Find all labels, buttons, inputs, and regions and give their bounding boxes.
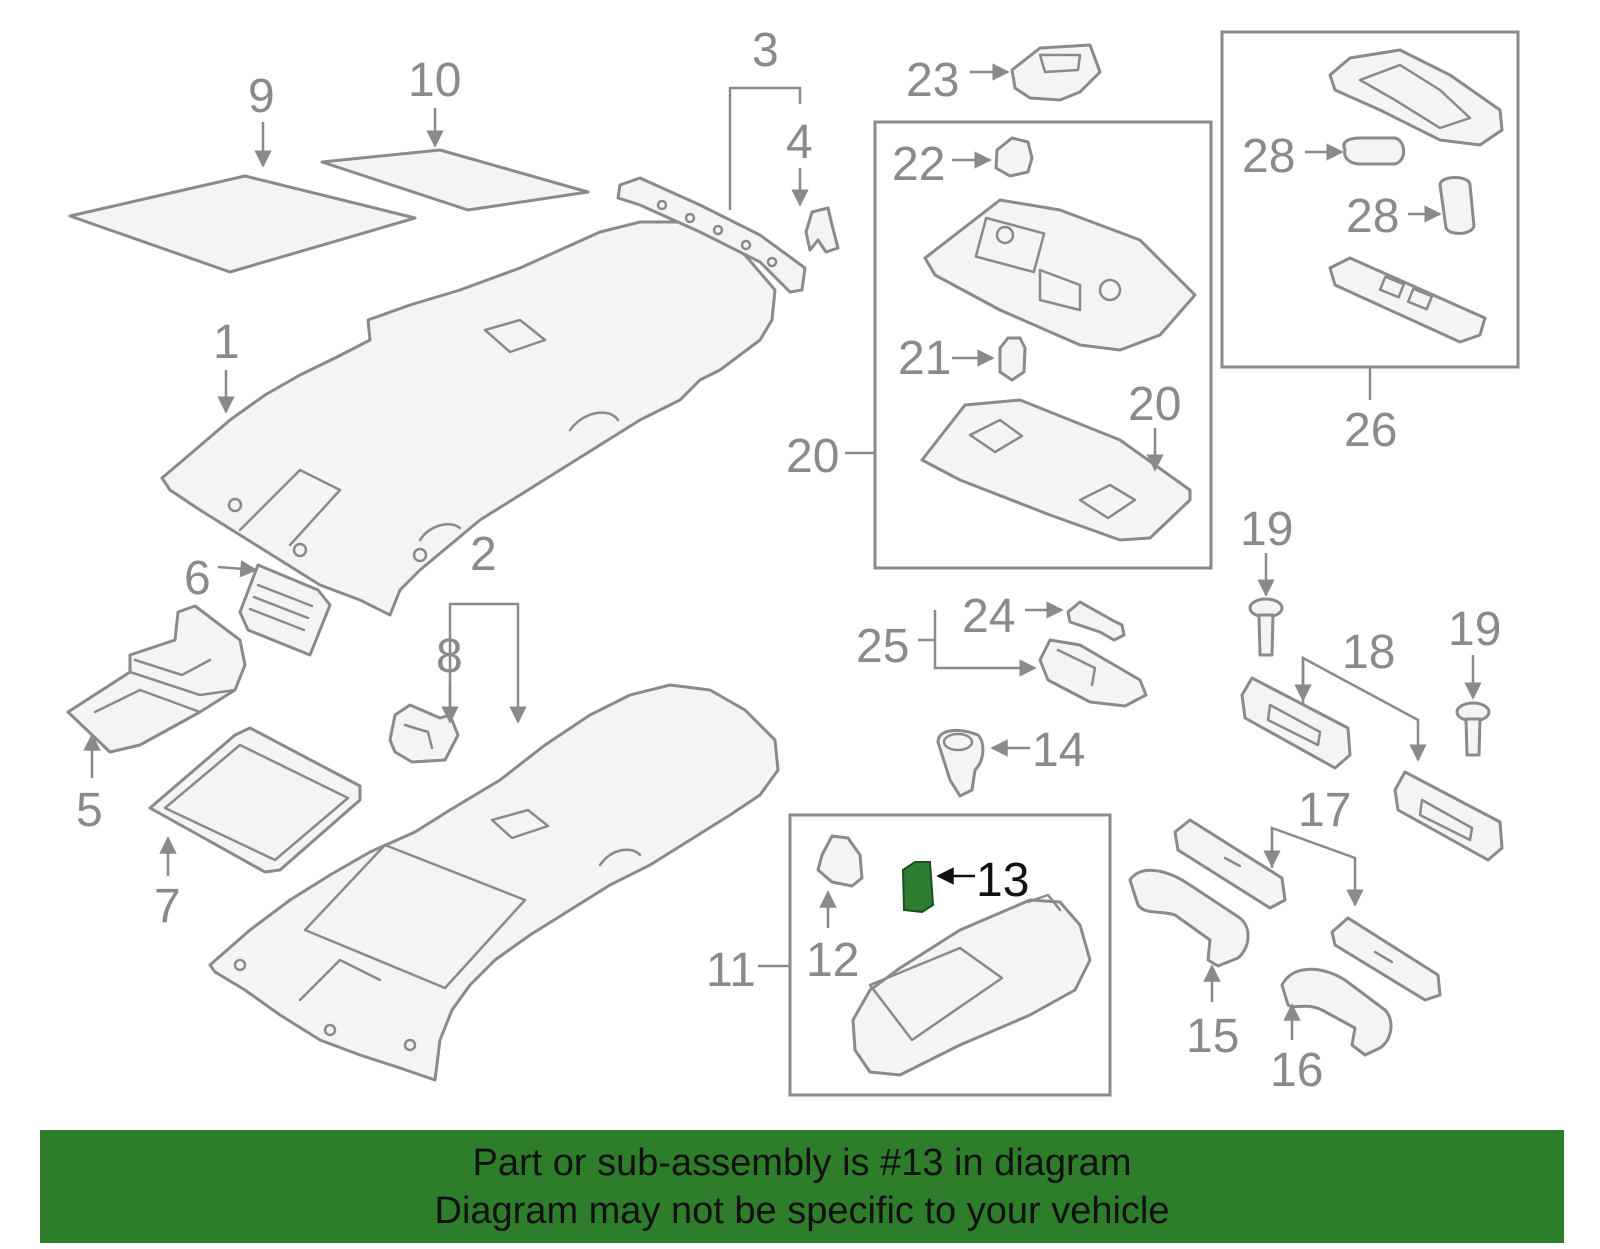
- lens-27: [1328, 256, 1487, 344]
- screw-19b: [1455, 701, 1491, 757]
- callout-19a: 19: [1240, 503, 1293, 556]
- grommet-14: [936, 728, 985, 798]
- callout-5: 5: [76, 784, 103, 837]
- map-lamp-27: [1328, 48, 1504, 147]
- callout-7: 7: [154, 880, 181, 933]
- assembly-box-27: [1220, 30, 1520, 369]
- callout-26: 24: [962, 590, 1015, 643]
- callout-20: 20: [786, 430, 839, 483]
- panel-9: [68, 174, 417, 274]
- callout-22: 21: [898, 332, 951, 385]
- headliner-2: [208, 683, 780, 1082]
- lamp-housing-20: [923, 198, 1197, 352]
- callout-15: 15: [1186, 1010, 1239, 1063]
- callout-18: 18: [1342, 626, 1395, 679]
- grab-handle-15: [1128, 868, 1250, 968]
- callout-27: 26: [1344, 404, 1397, 457]
- bulb-28a: [1342, 136, 1406, 166]
- callout-17: 17: [1298, 784, 1351, 837]
- bulb-26: [1066, 600, 1126, 642]
- bracket-17b: [1330, 916, 1442, 1002]
- callout-4: 4: [786, 116, 813, 169]
- banner-line-disclaimer: Diagram may not be specific to your vehi…: [434, 1189, 1170, 1232]
- lens-21: [920, 398, 1192, 542]
- callout-24: 23: [906, 54, 959, 107]
- panel-10: [320, 148, 590, 212]
- callout-25: 25: [856, 620, 909, 673]
- sun-visor-11: [851, 893, 1092, 1077]
- bracket-17a: [1173, 818, 1287, 910]
- callout-16: 16: [1270, 1044, 1323, 1097]
- callout-labels: 9 10 3 4 1 2 6 8 5 7 23 22 21 20 20 28 2…: [76, 24, 1501, 1097]
- clip-4: [804, 206, 840, 254]
- switch-24: [1010, 43, 1102, 102]
- bulb-28b: [1438, 176, 1476, 235]
- roof-rail-3: [616, 176, 807, 294]
- hook-18a: [1240, 676, 1352, 770]
- callout-3: 3: [752, 24, 779, 77]
- callout-12: 12: [806, 934, 859, 987]
- callout-8: 8: [436, 630, 463, 683]
- clip-12: [816, 834, 864, 888]
- callout-11: 11: [706, 944, 756, 997]
- callout-28b: 28: [1346, 190, 1399, 243]
- console-5: [66, 604, 247, 754]
- callout-23: 22: [892, 138, 945, 191]
- part-13-highlight: [901, 861, 935, 914]
- assembly-box-11: [788, 813, 1112, 1097]
- callout-21: 20: [1128, 378, 1181, 431]
- seal-7: [148, 726, 362, 874]
- callout-1: 1: [213, 316, 240, 369]
- bulb-22: [998, 336, 1027, 382]
- hook-18b: [1393, 770, 1504, 862]
- lamp-23: [994, 136, 1034, 178]
- grab-handle-16: [1280, 967, 1393, 1057]
- callout-19b: 19: [1448, 603, 1501, 656]
- callout-10: 10: [408, 54, 461, 107]
- callout-13: 13: [976, 854, 1029, 907]
- banner-line-part: Part or sub-assembly is #13 in diagram: [472, 1141, 1132, 1184]
- headliner-1: [160, 220, 777, 617]
- callout-6: 6: [184, 552, 211, 605]
- callout-14: 14: [1032, 724, 1085, 777]
- screw-19a: [1248, 597, 1284, 657]
- info-banner: Part or sub-assembly is #13 in diagram D…: [40, 1130, 1564, 1243]
- callout-2: 2: [470, 528, 497, 581]
- callout-9: 9: [248, 70, 275, 123]
- callout-28a: 28: [1242, 130, 1295, 183]
- assembly-box-20: [873, 120, 1213, 570]
- lamp-25: [1038, 638, 1148, 708]
- leader-lines: [83, 63, 1482, 1040]
- bracket-8: [388, 703, 460, 764]
- grille-6: [238, 563, 332, 657]
- parts-diagram: 9 10 3 4 1 2 6 8 5 7 23 22 21 20 20 28 2…: [66, 24, 1520, 1097]
